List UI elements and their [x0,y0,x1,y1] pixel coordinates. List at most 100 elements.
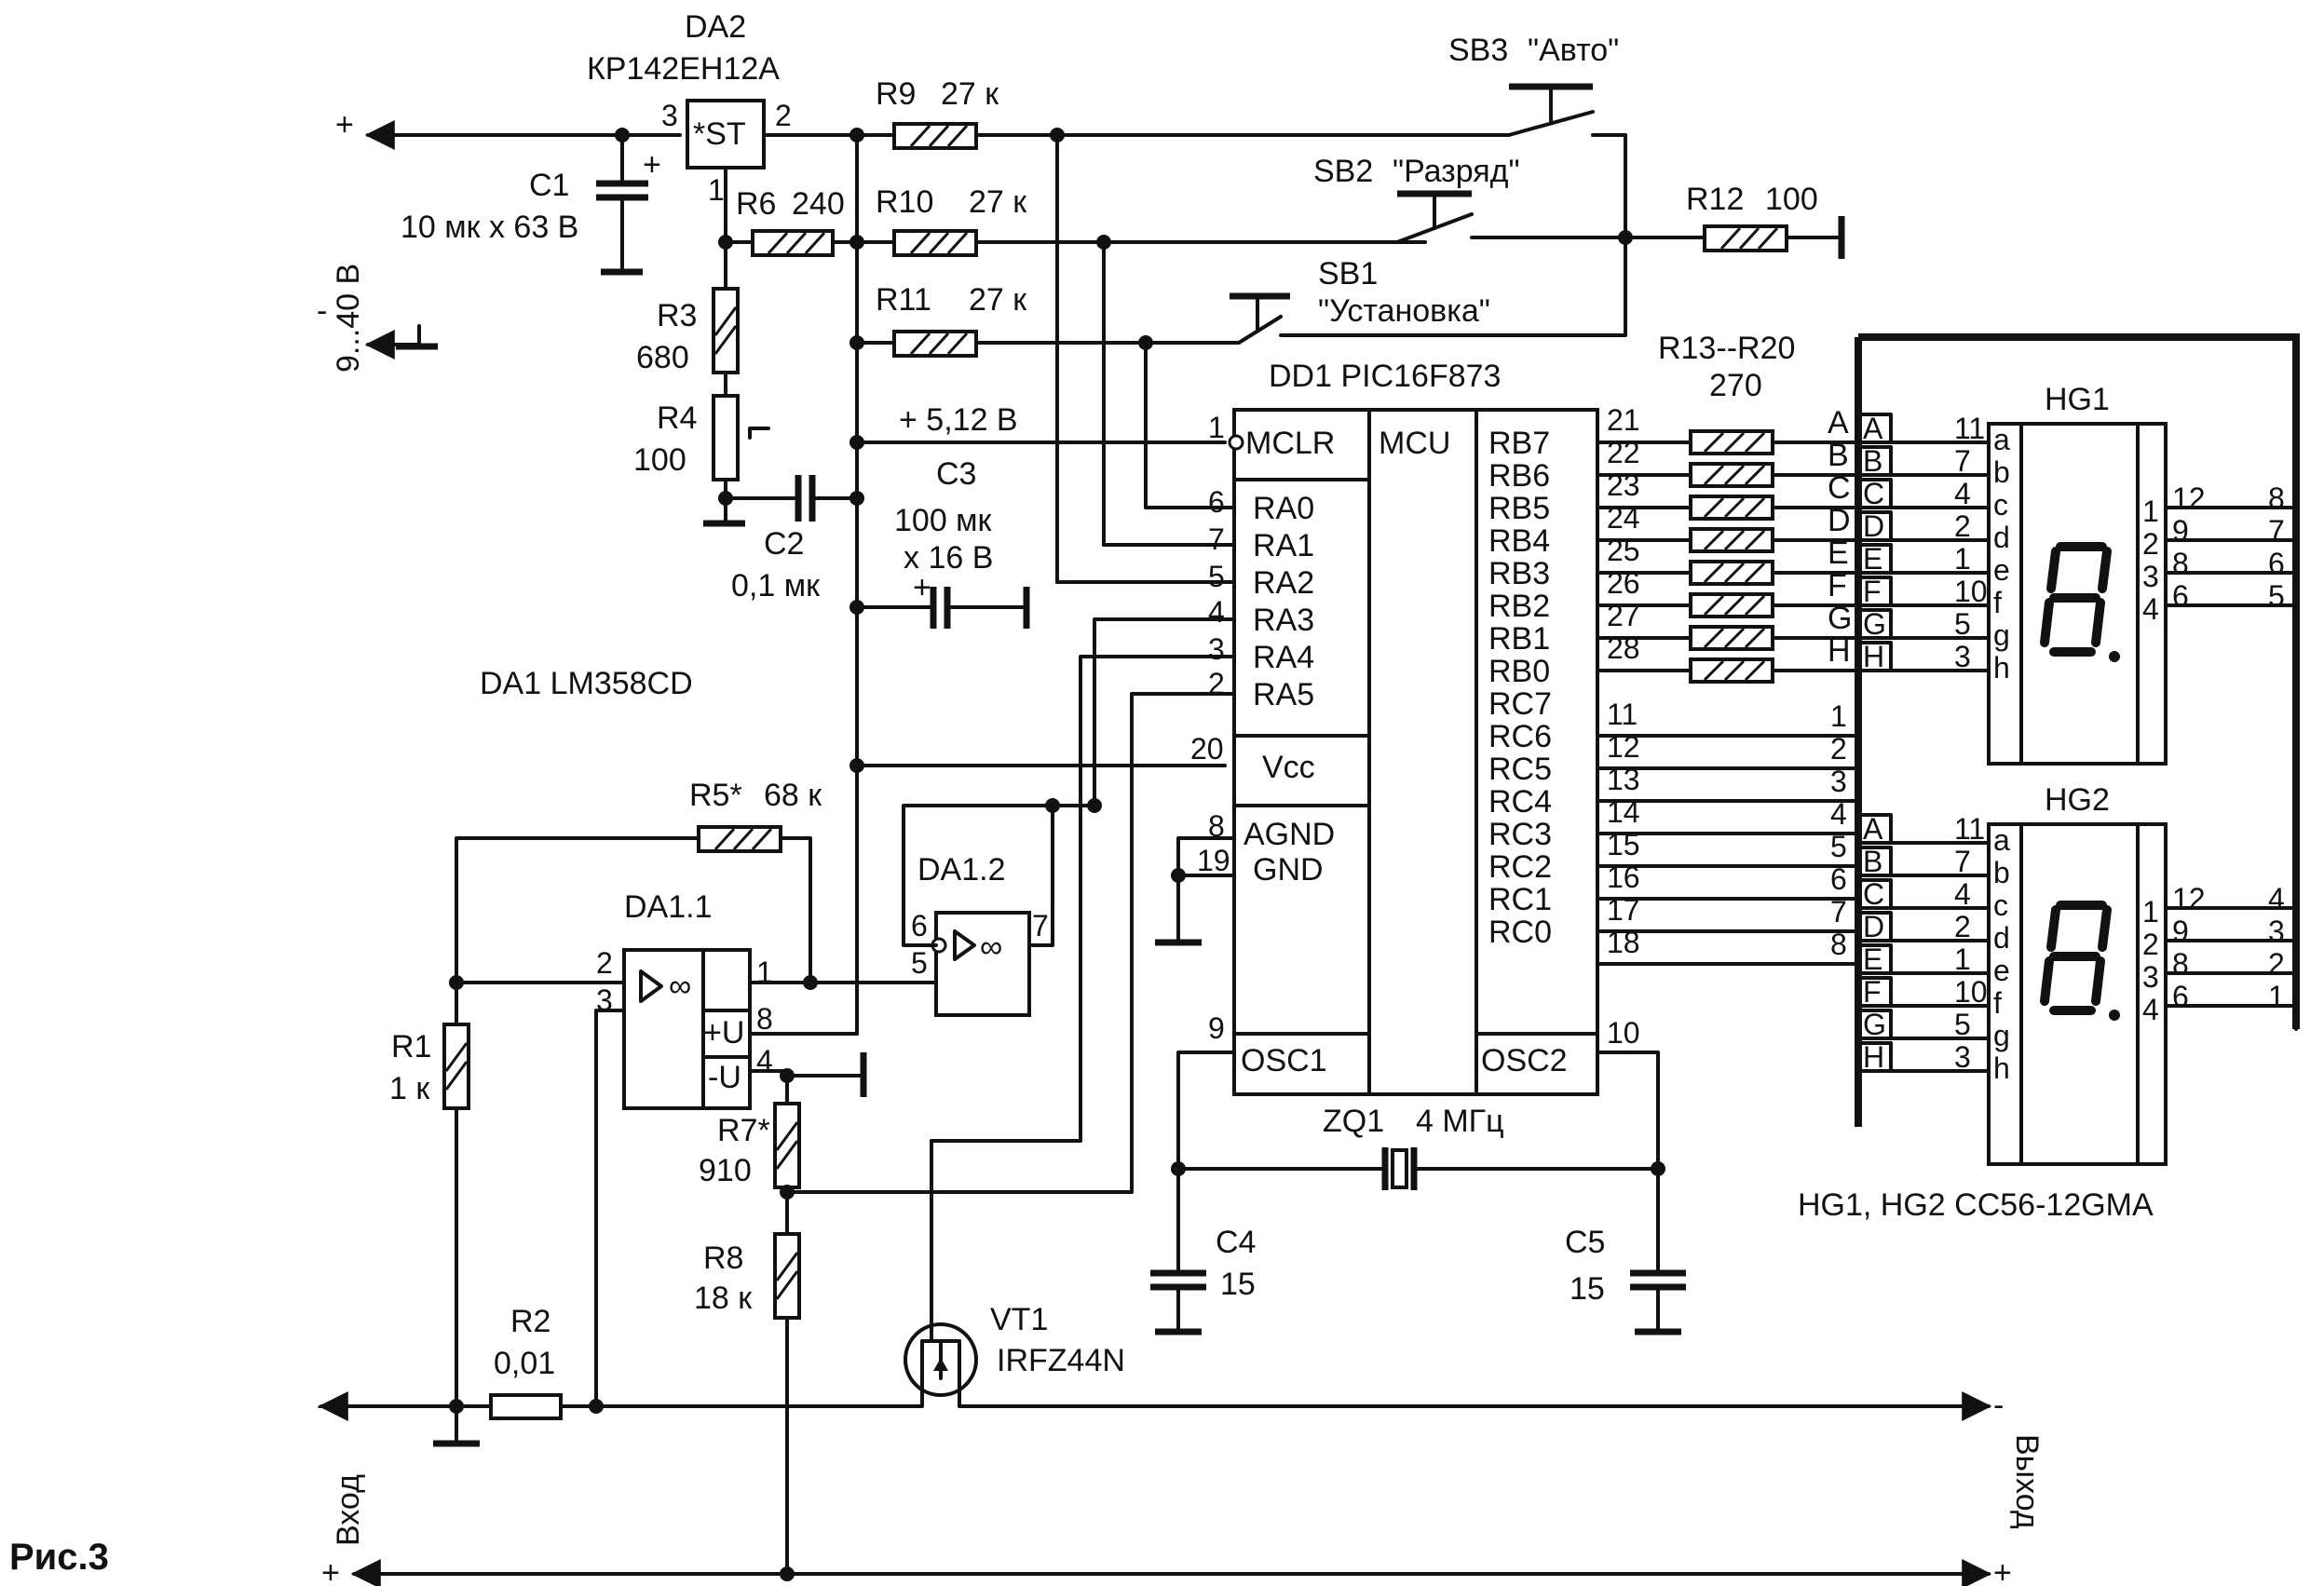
hg1-pins-segment-pin: 1 [1954,542,1971,576]
r9-ref: R9 [876,76,916,112]
vt1-part: IRFZ44N [997,1343,1125,1378]
da2-part: КР142ЕН12А [587,51,780,87]
da1-1-pin2: 2 [596,946,613,980]
pin-name-rb7: RB7 [1488,426,1550,461]
hg2-pins-bus-letter: A [1863,812,1883,846]
c5-value: 15 [1570,1271,1605,1307]
zq1-ref: ZQ1 [1323,1104,1384,1139]
bus-letter-d: D [1828,503,1851,538]
hg2-pins-out-pin: 6 [2172,980,2189,1013]
pin-name-rc7: RC7 [1488,686,1552,722]
hg2-pins-bus-pin: 2 [2268,947,2285,981]
hg1-pins-segment-pin: 4 [1954,477,1971,510]
hg2-pins-digit-pin-num: 2 [2142,928,2159,961]
hg1-pins-segment-pin: 11 [1954,412,1985,445]
hg2-pins-bus-letter: B [1863,845,1882,878]
out-minus: - [1993,1388,2004,1423]
bus-letter-b: B [1828,438,1849,473]
r10-ref: R10 [876,184,933,220]
hg2-pins-segment-name: b [1993,856,2010,889]
r13-20-ref: R13--R20 [1658,331,1795,366]
pin-name-rc4: RC4 [1488,784,1552,820]
hg2-pins-segment-pin: 2 [1954,910,1971,943]
hg2-pins-bus-letter: H [1863,1040,1884,1074]
hg1-pins-bus-letter: C [1863,477,1884,510]
hg2-pins-out-pin: 9 [2172,915,2189,948]
pin-name-ra4: RA4 [1253,640,1314,675]
pin-num-19: 19 [1197,844,1230,877]
r13-20-resistor [1689,657,1774,684]
pin-num-11: 11 [1607,698,1638,731]
hg1-pins-bus-pin: 7 [2268,514,2285,548]
r6-ref: R6 [736,186,776,222]
power-path: VT1 IRFZ44N R2 0,01 - + - + Вход Выход Р… [9,976,2045,1586]
opamp-section: DA1 LM358CD DA1.1 ∞ +U -U 2 3 1 8 4 DA1.… [389,666,1096,1581]
pin-name-ra5: RA5 [1253,677,1314,712]
hg2-pins-segment-name: a [1993,823,2010,857]
bus-letter-f: F [1828,568,1847,603]
pin-num-10: 10 [1607,1016,1640,1050]
hg1-pins-bus-letter: F [1863,575,1882,608]
hg2-ref: HG2 [2045,782,2110,818]
hg1-pins-segment-pin: 5 [1954,607,1971,641]
pin-name-agnd: AGND [1244,817,1335,852]
bus-letter-c: C [1828,470,1851,506]
hg1-pins-segment-pin: 3 [1954,640,1971,673]
hg2-pins-segment-pin: 4 [1954,877,1971,911]
hg2-pins-segment-pin: 7 [1954,845,1971,878]
dd1-body [1232,408,1599,1096]
oscillator: ZQ1 4 МГц C4 15 C5 15 [1150,1104,1686,1335]
bus-letter-g: G [1828,601,1852,636]
r6-value: 240 [792,186,845,222]
hg2-pins-segment-pin: 10 [1954,975,1988,1009]
switches: SB3 "Авто" SB2 "Разряд" SB1 "Установка" … [1230,33,1845,345]
hg2-pins-digit-pin-num: 1 [2142,895,2159,929]
hg2-pins-segment-pin: 11 [1954,812,1985,846]
r9-value: 27 к [941,76,999,112]
c3-ref: C3 [936,456,976,492]
hg-type: HG1, HG2 CC56-12GMA [1798,1187,2154,1223]
hg1-pins-segment-name: h [1993,651,2010,685]
hg2-pins-segment-name: d [1993,921,2010,955]
r11-value: 27 к [969,282,1027,318]
r12-value: 100 [1765,182,1818,217]
da2-pin-adj: 1 [708,173,725,207]
figure-caption: Рис.3 [9,1537,109,1578]
bus-letter-h: H [1828,633,1851,669]
hg1-pins-digit-pin-num: 1 [2142,495,2159,528]
in-minus: - [317,1388,327,1423]
supply-voltage-label: 9...40 В [331,264,366,373]
hg2-pins-segment-name: c [1993,888,2008,922]
r7-ref: R7* [717,1113,770,1148]
hg2-pins-segment-name: e [1993,954,2010,987]
c2-value: 0,1 мк [731,568,821,603]
r13-20-value: 270 [1709,368,1762,403]
output-label: Выход [2009,1434,2045,1529]
pin-name-rb4: RB4 [1488,523,1550,559]
r13-20-resistor [1689,592,1774,618]
pin-name-gnd: GND [1253,852,1324,888]
r4-value: 100 [633,442,686,478]
hg2-pins-segment-name: g [1993,1019,2010,1052]
c4-value: 15 [1220,1267,1256,1302]
da1-1-minus-u: -U [708,1060,741,1095]
r13-r20-array: R13--R20 270 A B C D E F G H 1 2 3 4 5 6… [1658,331,1860,961]
hg1-pins-segment-pin: 2 [1954,509,1971,543]
pin-name-rc2: RC2 [1488,849,1552,885]
r13-20-resistor [1689,495,1774,521]
c1-ref: C1 [529,168,569,203]
r8-ref: R8 [703,1240,743,1276]
pin-num-20: 20 [1190,732,1224,766]
pin-name-rb1: RB1 [1488,621,1550,657]
pin-num-7: 7 [1208,522,1225,556]
r2-ref: R2 [510,1304,550,1339]
hg2-pins-segment-name: f [1993,986,2002,1020]
pin-name-osc2: OSC2 [1481,1043,1568,1078]
vref-label: + 5,12 В [899,402,1018,438]
input-label: Вход [331,1474,366,1546]
